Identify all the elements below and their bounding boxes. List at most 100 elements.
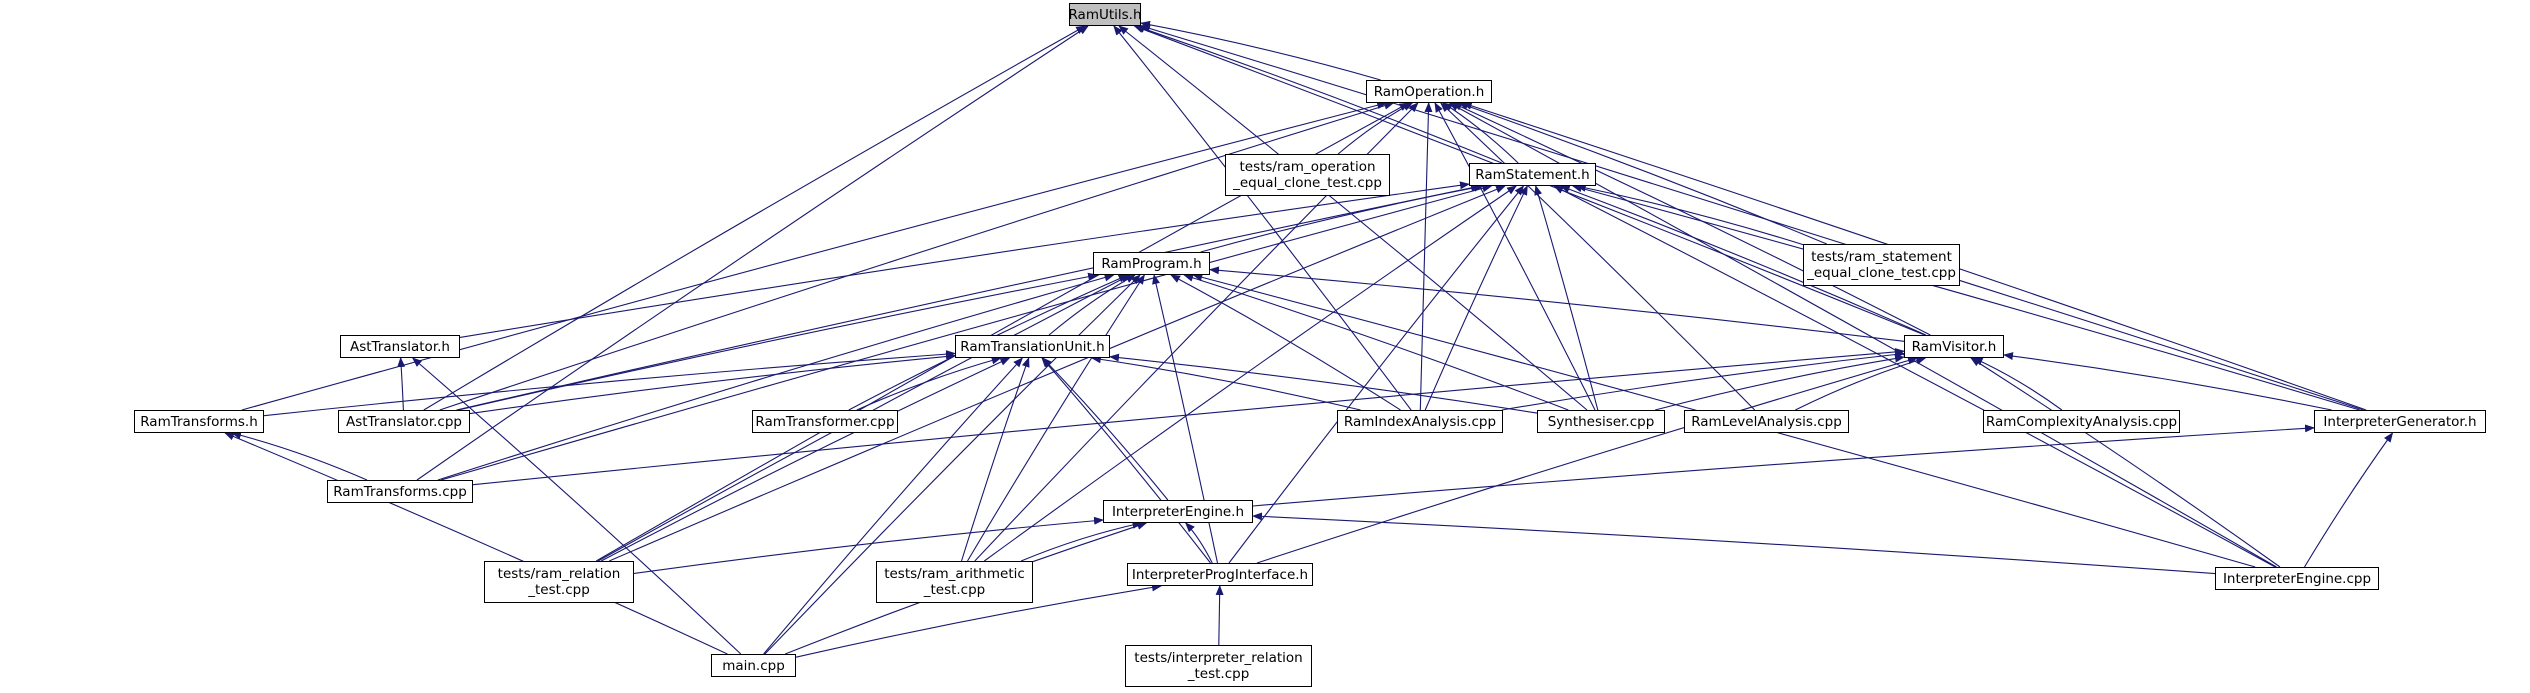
edge-maincpp-to-ramtranslationunit [763,357,1024,655]
node-stmt-clone-test[interactable]: tests/ram_statement _equal_clone_test.cp… [1803,244,1960,286]
edge-ramtransforms-cpp-to-ramstatement [440,184,1493,481]
edge-maincpp-to-asttranslator-h [411,357,742,655]
node-interpreterengine-cpp[interactable]: InterpreterEngine.cpp [2215,567,2379,590]
edge-asttranslator-cpp-to-ramtranslationunit [469,352,956,415]
node-label: RamComplexityAnalysis.cpp [1985,413,2178,430]
edge-ramlevelanalysis-to-ramvisitor [1795,356,1927,411]
node-label: InterpreterGenerator.h [2323,413,2477,430]
edge-ramindexanalysis-to-ramvisitor [1501,350,1905,411]
edge-interpretergenerator-to-ramutils [1140,24,2364,411]
edge-ramtransformer-to-ramtranslationunit [856,356,1002,411]
edge-maincpp-to-ramtransforms-h [224,432,728,655]
edge-ramindexanalysis-to-ramoperation [1419,102,1433,411]
edge-ramtransforms-cpp-to-ramvisitor [472,347,1905,486]
node-asttranslator-h[interactable]: AstTranslator.h [340,335,460,358]
node-label: RamOperation.h [1373,83,1485,100]
node-label: InterpreterEngine.cpp [2222,570,2372,587]
edge-maincpp-to-progif [795,583,1162,658]
node-arithmetic-test[interactable]: tests/ram_arithmetic _test.cpp [876,561,1033,603]
node-ramutils[interactable]: RamUtils.h [1068,3,1142,26]
edge-ramvisitor-to-ramoperation [1451,102,1931,336]
edge-synthesiser-to-ramprogram [1183,273,1569,411]
edge-ramcomplexity-to-ramvisitor [1972,357,2063,411]
edge-ramindexanalysis-to-ramstatement [1424,185,1528,411]
node-label: RamTranslationUnit.h [960,338,1105,355]
edge-ramtransforms-h-to-ramoperation [241,101,1388,411]
node-label: Synthesiser.cpp [1547,413,1655,430]
edge-synthesiser-to-ramutils [1118,25,1588,411]
edge-ramindexanalysis-to-ramutils [1113,25,1412,411]
node-ramprogram[interactable]: RamProgram.h [1093,252,1210,275]
edge-interpreterengine-cpp-to-interpretergenerator [2304,432,2394,568]
node-label: RamStatement.h [1475,166,1590,183]
edge-asttranslator-cpp-to-asttranslator-h [397,357,406,411]
node-maincpp[interactable]: main.cpp [711,654,796,677]
node-label: tests/interpreter_relation _test.cpp [1134,650,1303,682]
node-ramstatement[interactable]: RamStatement.h [1469,163,1596,186]
node-progif[interactable]: InterpreterProgInterface.h [1127,563,1313,586]
edge-interpretergenerator-to-ramvisitor [2003,352,2332,411]
edge-interpretergenerator-to-ramstatement [1571,184,2360,411]
node-label: tests/ram_statement _equal_clone_test.cp… [1807,249,1956,281]
node-ramlevelanalysis[interactable]: RamLevelAnalysis.cpp [1684,410,1849,433]
edge-synthesiser-to-ramvisitor [1654,354,1905,411]
node-interp-rel-test[interactable]: tests/interpreter_relation _test.cpp [1125,645,1312,687]
node-asttranslator-cpp[interactable]: AstTranslator.cpp [338,410,470,433]
node-label: RamLevelAnalysis.cpp [1691,413,1842,430]
edge-stmt-clone-test-to-ramstatement [1575,183,1804,246]
node-label: RamVisitor.h [1911,338,1997,355]
node-label: main.cpp [722,657,785,674]
edge-progif-to-interpreterengine-h [1185,522,1213,564]
edge-interpreterengine-h-to-interpretergenerator [1252,424,2315,507]
edge-asttranslator-cpp-to-ramprogram [458,272,1099,411]
edge-stmt-clone-test-to-ramoperation [1458,102,1827,245]
edge-interp-rel-test-to-progif [1215,585,1224,646]
edge-synthesiser-to-ramtranslationunit [1109,353,1538,414]
edge-ramvisitor-to-ramstatement [1559,185,1927,336]
node-label: RamTransformer.cpp [755,413,895,430]
node-interpretergenerator[interactable]: InterpreterGenerator.h [2314,410,2486,433]
edge-ramoperation-to-ramutils [1140,20,1381,81]
edge-progif-to-ramvisitor [1256,356,1918,564]
edge-relation-test-to-ramtranslationunit [600,357,1011,562]
node-ramcomplexity[interactable]: RamComplexityAnalysis.cpp [1983,410,2180,433]
node-ramindexanalysis[interactable]: RamIndexAnalysis.cpp [1337,410,1503,433]
edge-interpreterengine-cpp-to-ramvisitor [1970,357,2281,568]
node-ramoperation[interactable]: RamOperation.h [1366,80,1492,103]
node-label: tests/ram_relation _test.cpp [497,566,621,598]
node-label: AstTranslator.cpp [346,413,462,430]
edge-progif-to-ramstatement [1228,185,1525,564]
edge-ramindexanalysis-to-ramprogram [1170,274,1401,411]
node-ramtranslationunit[interactable]: RamTranslationUnit.h [955,335,1110,358]
node-relation-test[interactable]: tests/ram_relation _test.cpp [484,561,634,603]
node-ramtransforms-cpp[interactable]: RamTransforms.cpp [327,480,473,503]
edge-ramvisitor-to-ramprogram [1209,266,1905,342]
edge-arithmetic-test-to-ramstatement [983,185,1518,562]
edge-progif-to-ramtranslationunit [1041,357,1211,564]
node-label: tests/ram_operation _equal_clone_test.cp… [1233,159,1382,191]
edge-progif-to-ramprogram [1152,274,1219,564]
node-label: RamIndexAnalysis.cpp [1343,413,1497,430]
edge-arithmetic-test-to-interpreterengine-h [1020,520,1143,562]
edge-asttranslator-cpp-to-ramstatement [456,183,1481,411]
edge-synthesiser-to-ramoperation [1434,102,1596,411]
edge-relation-test-to-ramstatement [608,185,1506,562]
node-label: RamUtils.h [1068,6,1142,23]
node-ramtransformer[interactable]: RamTransformer.cpp [752,410,898,433]
node-label: AstTranslator.h [350,338,450,355]
edge-arithmetic-test-to-ramtranslationunit [960,357,1030,562]
node-interpreterengine-h[interactable]: InterpreterEngine.h [1103,500,1253,523]
edge-ramtransforms-cpp-to-ramutils [416,25,1089,481]
node-ramtransforms-h[interactable]: RamTransforms.h [134,410,264,433]
edge-ramtransforms-cpp-to-ramtransforms-h [231,431,368,481]
node-synthesiser[interactable]: Synthesiser.cpp [1537,410,1665,433]
edge-interpreterengine-cpp-to-interpreterengine-h [1252,512,2216,575]
edge-ramtransforms-h-to-ramtranslationunit [263,350,956,417]
node-label: tests/ram_arithmetic _test.cpp [884,566,1025,598]
node-label: RamTransforms.cpp [333,483,467,500]
node-op-clone-test[interactable]: tests/ram_operation _equal_clone_test.cp… [1225,154,1390,196]
edge-asttranslator-cpp-to-ramutils [423,25,1087,411]
node-ramvisitor[interactable]: RamVisitor.h [1904,335,2004,358]
edge-ramstatement-to-ramutils [1134,25,1503,164]
edge-asttranslator-h-to-ramstatement [459,181,1470,338]
